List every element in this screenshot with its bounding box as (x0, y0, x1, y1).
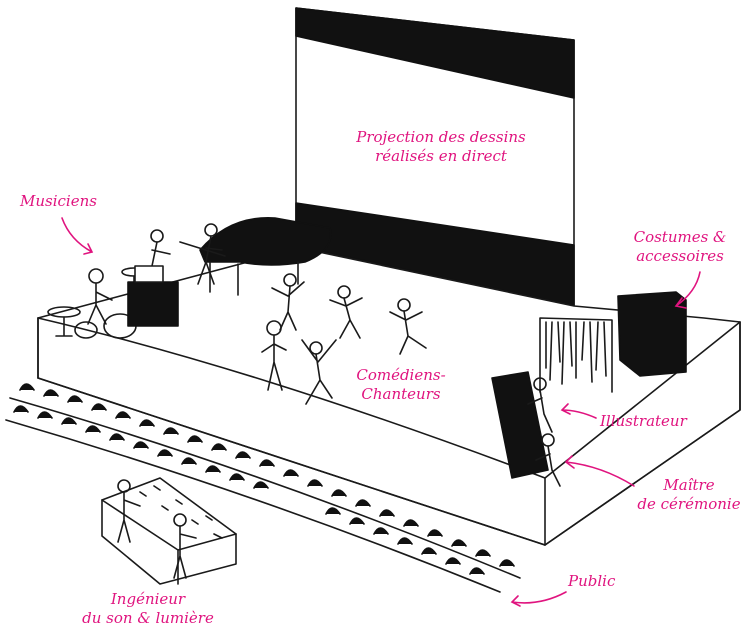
label-comediens: Comédiens- Chanteurs (356, 366, 446, 403)
mixing-console (101, 477, 237, 585)
label-costumes: Costumes & accessoires (633, 228, 727, 265)
costume-rack (539, 291, 687, 393)
drawing-desk (491, 371, 561, 487)
projection-screen (295, 7, 575, 307)
actors (261, 273, 427, 405)
label-maitre: Maître de cérémonie (637, 476, 741, 513)
label-projection: Projection des dessins réalisés en direc… (356, 128, 526, 165)
pointer-arrows (61, 217, 701, 607)
audience-rows (5, 397, 521, 593)
keyboard-player (145, 223, 223, 289)
label-ingenieur: Ingénieur du son & lumière (82, 590, 214, 627)
label-illustrateur: Illustrateur (600, 412, 687, 430)
drum-kit (47, 265, 179, 339)
grand-piano (179, 216, 332, 296)
label-public: Public (568, 572, 616, 590)
label-musiciens: Musiciens (20, 192, 97, 210)
audience-seats (13, 383, 515, 575)
